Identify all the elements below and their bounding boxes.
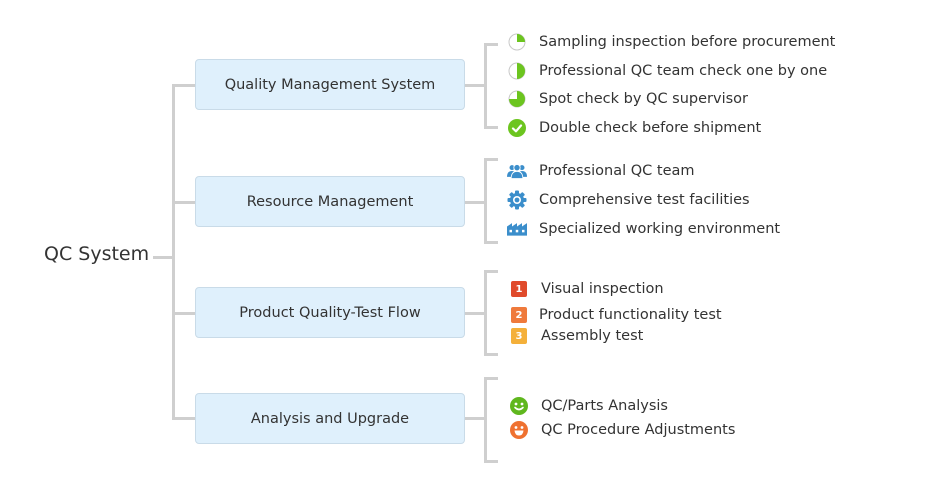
list-item[interactable]: Specialized working environment (507, 219, 780, 239)
branch-connector (172, 84, 196, 87)
list-item[interactable]: Professional QC team (507, 161, 695, 181)
bracket-tick (484, 43, 498, 46)
bracket-tick (484, 353, 498, 356)
list-item[interactable]: 3 Assembly test (509, 326, 643, 346)
branch-product-quality-test-flow[interactable]: Product Quality-Test Flow (195, 287, 465, 338)
root-topic[interactable]: QC System (44, 243, 150, 265)
branch-out-connector (465, 312, 485, 315)
badge-number: 1 (511, 281, 527, 297)
branch-analysis-and-upgrade[interactable]: Analysis and Upgrade (195, 393, 465, 444)
branch-resource-management[interactable]: Resource Management (195, 176, 465, 227)
item-label: Assembly test (541, 328, 644, 344)
bracket-tick (484, 158, 498, 161)
team-icon (507, 161, 527, 181)
list-item[interactable]: 1 Visual inspection (509, 279, 664, 299)
list-item[interactable]: QC Procedure Adjustments (509, 420, 735, 440)
progress-fill (517, 34, 525, 42)
smiley-green-icon (509, 396, 529, 416)
item-label: Professional QC team (539, 163, 695, 179)
item-label: Specialized working environment (539, 221, 781, 237)
bracket-tick (484, 270, 498, 273)
list-item[interactable]: Spot check by QC supervisor (507, 89, 748, 109)
item-label: Double check before shipment (539, 120, 762, 136)
item-label: Product functionality test (539, 307, 722, 323)
list-item[interactable]: 2 Product functionality test (509, 305, 722, 325)
number-1-icon: 1 (509, 279, 529, 299)
list-item[interactable]: Sampling inspection before procurement (507, 32, 835, 52)
factory-icon (507, 219, 527, 239)
branch-label: Quality Management System (224, 76, 436, 93)
bracket-tick (484, 126, 498, 129)
quarter-progress-icon (507, 32, 527, 52)
item-label: QC/Parts Analysis (541, 398, 668, 414)
branch-label: Product Quality-Test Flow (239, 304, 421, 321)
list-item[interactable]: Comprehensive test facilities (507, 190, 750, 210)
branch-connector (172, 312, 196, 315)
branch-label: Analysis and Upgrade (250, 410, 410, 427)
item-label: Professional QC team check one by one (539, 63, 828, 79)
list-item[interactable]: Professional QC team check one by one (507, 61, 827, 81)
item-label: Comprehensive test facilities (539, 192, 750, 208)
branch-connector (172, 417, 196, 420)
root-connector (153, 256, 173, 259)
progress-fill (509, 91, 525, 107)
three-quarter-progress-icon (507, 89, 527, 109)
bracket-tick (484, 377, 498, 380)
bracket-tick (484, 460, 498, 463)
item-label: Spot check by QC supervisor (539, 91, 749, 107)
branch-label: Resource Management (246, 193, 414, 210)
bracket (484, 377, 487, 462)
list-item[interactable]: QC/Parts Analysis (509, 396, 668, 416)
branch-out-connector (465, 201, 485, 204)
bracket (484, 270, 487, 355)
badge-number: 3 (511, 328, 527, 344)
badge-number: 2 (511, 307, 527, 323)
bracket (484, 43, 487, 128)
number-2-icon: 2 (509, 305, 529, 325)
item-label: Visual inspection (541, 281, 664, 297)
item-label: Sampling inspection before procurement (539, 34, 836, 50)
check-complete-icon (507, 118, 527, 138)
list-item[interactable]: Double check before shipment (507, 118, 761, 138)
bracket (484, 158, 487, 243)
branch-out-connector (465, 84, 485, 87)
progress-fill (517, 63, 525, 79)
trunk-connector (172, 84, 175, 419)
bracket-tick (484, 241, 498, 244)
half-progress-icon (507, 61, 527, 81)
gear-icon (507, 190, 527, 210)
number-3-icon: 3 (509, 326, 529, 346)
branch-connector (172, 201, 196, 204)
branch-out-connector (465, 417, 485, 420)
item-label: QC Procedure Adjustments (541, 422, 736, 438)
smiley-orange-icon (509, 420, 529, 440)
branch-quality-management-system[interactable]: Quality Management System (195, 59, 465, 110)
